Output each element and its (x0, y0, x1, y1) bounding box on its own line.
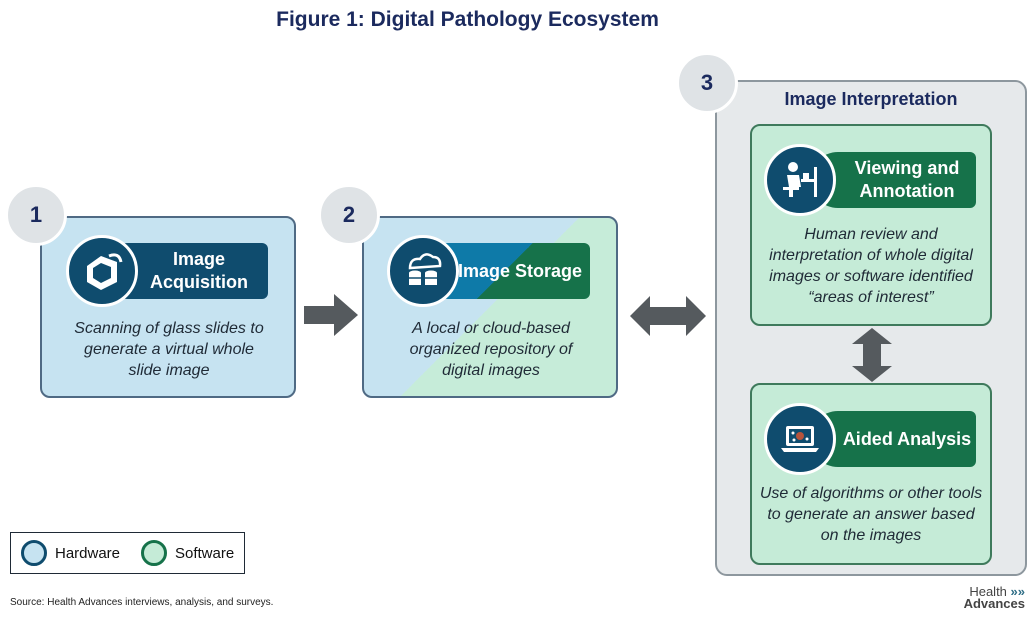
software-legend-swatch (141, 540, 167, 566)
image-storage-description: A local or cloud-based organized reposit… (409, 320, 573, 379)
viewing-annotation-description: Human review and interpretation of whole… (769, 226, 973, 306)
logo-text-health: Health (969, 584, 1007, 599)
vertical-double-arrow-icon (852, 328, 892, 382)
health-advances-logo: Health »» Advances (930, 584, 1025, 611)
step-number-1: 1 (5, 184, 67, 246)
right-arrow-icon (304, 294, 358, 336)
image-interpretation-title: Image Interpretation (784, 89, 958, 109)
cloud-database-icon (387, 235, 459, 307)
source-note: Source: Health Advances interviews, anal… (10, 597, 274, 608)
step-number-3: 3 (676, 52, 738, 114)
slide-scanner-icon (66, 235, 138, 307)
image-acquisition-description: Scanning of glass slides to generate a v… (74, 320, 264, 379)
aided-analysis-description: Use of algorithms or other tools to gene… (759, 485, 983, 544)
aided-analysis-pill: Aided Analysis (810, 411, 976, 467)
legend: Hardware Software (10, 532, 245, 574)
logo-chevrons: »» (1010, 584, 1025, 599)
double-arrow-icon (630, 296, 706, 336)
logo-text-advances: Advances (963, 596, 1025, 611)
step-number-2: 2 (318, 184, 380, 246)
software-legend-label: Software (175, 545, 235, 562)
person-at-desk-icon (764, 144, 836, 216)
hardware-legend-label: Hardware (55, 545, 121, 562)
laptop-analysis-icon (764, 403, 836, 475)
hardware-legend-swatch (21, 540, 47, 566)
viewing-annotation-pill: Viewing and Annotation (810, 152, 976, 208)
figure-title: Figure 1: Digital Pathology Ecosystem (276, 8, 659, 31)
